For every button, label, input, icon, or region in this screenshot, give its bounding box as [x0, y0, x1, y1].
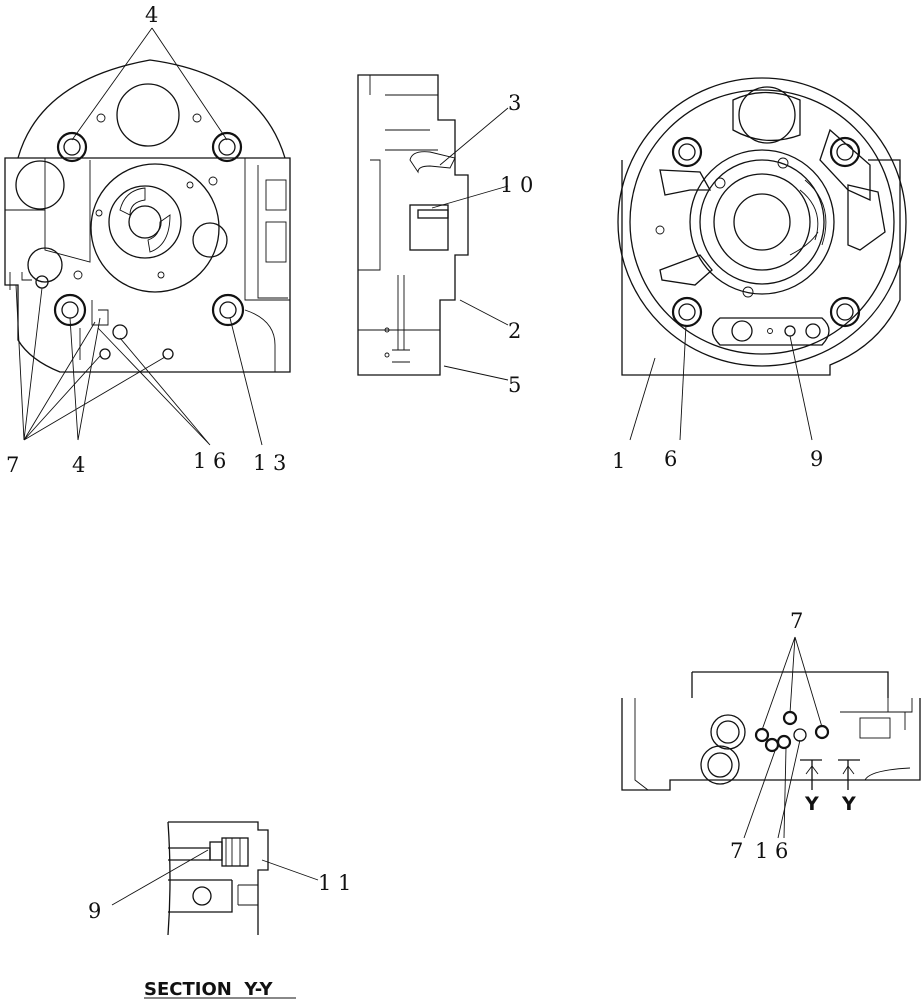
side-view [357, 74, 509, 381]
callout-rear-6: 6 [664, 447, 677, 471]
section-view [111, 821, 319, 999]
callout-rear-9: 9 [810, 447, 823, 471]
section-title: SECTION Y-Y [144, 979, 274, 1000]
callout-bottom-7: 7 [730, 839, 743, 863]
bottom-view [621, 636, 921, 839]
callout-section-9: 9 [88, 899, 101, 923]
callout-side-5: 5 [508, 373, 521, 397]
front-view [4, 27, 291, 446]
callout-side-2: 2 [508, 319, 521, 343]
rear-view [617, 77, 907, 441]
callout-bottom-16: 1 6 [755, 839, 788, 863]
callout-labels: 4 7 4 1 6 1 3 3 1 0 2 5 1 6 9 7 7 1 6 Y … [6, 3, 856, 1000]
callout-rear-1: 1 [612, 449, 625, 473]
callout-front-13: 1 3 [253, 451, 286, 475]
callout-side-3: 3 [508, 91, 521, 115]
section-mark-y-right: Y [841, 793, 856, 815]
callout-front-16: 1 6 [193, 449, 226, 473]
section-mark-y-left: Y [804, 793, 819, 815]
callout-front-4-bottom: 4 [72, 453, 85, 477]
callout-front-4-top: 4 [145, 3, 158, 27]
callout-front-7: 7 [6, 453, 19, 477]
callout-bottom-7-top: 7 [790, 609, 803, 633]
callout-section-11: 1 1 [318, 871, 351, 895]
callout-side-10: 1 0 [500, 173, 533, 197]
